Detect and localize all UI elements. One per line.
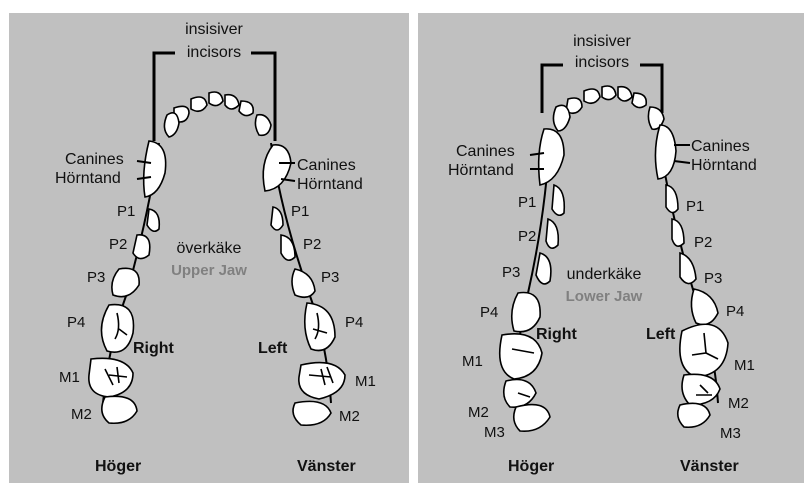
tooth-label-p4-right: P4 (67, 314, 85, 331)
lower-jaw-diagram: insisiver incisors (418, 13, 804, 483)
right-label-sv: Höger (508, 458, 554, 475)
tooth-label-m2-left: M2 (728, 395, 749, 412)
left-label-sv: Vänster (680, 458, 739, 475)
canine-label-sv-right: Hörntand (448, 162, 514, 179)
left-label: Left (258, 340, 288, 357)
tooth-label-p2-left: P2 (303, 236, 321, 253)
tooth-label-p3-left: P3 (704, 270, 722, 287)
tooth-label-p1-left: P1 (291, 203, 309, 220)
lower-jaw-panel: insisiver incisors (418, 13, 804, 483)
upper-jaw-panel: insisiver incisors (9, 13, 409, 483)
tooth-label-m2-right: M2 (71, 406, 92, 423)
canine-label-en-left: Canines (691, 138, 750, 155)
tooth-label-m2-right: M2 (468, 404, 489, 421)
tooth-label-p4-left: P4 (345, 314, 363, 331)
jaw-label-en: Upper Jaw (171, 262, 247, 279)
tooth-label-m2-left: M2 (339, 408, 360, 425)
canine-label-en-right: Canines (456, 143, 515, 160)
tooth-label-m1-right: M1 (59, 369, 80, 386)
canine-label-sv-left: Hörntand (691, 157, 757, 174)
tooth-label-p2-right: P2 (109, 236, 127, 253)
canine-label-en-left: Canines (297, 157, 356, 174)
incisor-teeth (553, 86, 664, 131)
tooth-label-m3-right: M3 (484, 424, 505, 441)
canine-label-en-right: Canines (65, 151, 124, 168)
tooth-label-p4-right: P4 (480, 304, 498, 321)
canine-label-sv-right: Hörntand (55, 170, 121, 187)
tooth-label-p3-left: P3 (321, 269, 339, 286)
jaw-label-en: Lower Jaw (566, 288, 643, 305)
upper-jaw-diagram: insisiver incisors (9, 13, 409, 483)
incisor-label-sv: insisiver (185, 21, 243, 38)
tooth-label-p4-left: P4 (726, 303, 744, 320)
tooth-label-p1-right: P1 (518, 194, 536, 211)
canine-label-sv-left: Hörntand (297, 176, 363, 193)
tooth-label-p1-right: P1 (117, 203, 135, 220)
tooth-label-p2-left: P2 (694, 234, 712, 251)
left-label: Left (646, 326, 676, 343)
jaw-label-sv: överkäke (177, 240, 242, 257)
right-label: Right (133, 340, 175, 357)
incisor-label-sv: insisiver (573, 33, 631, 50)
tooth-label-m1-left: M1 (355, 373, 376, 390)
tooth-label-p1-left: P1 (686, 198, 704, 215)
tooth-label-m1-left: M1 (734, 357, 755, 374)
left-label-sv: Vänster (297, 458, 356, 475)
right-label-sv: Höger (95, 458, 141, 475)
incisor-label-en: incisors (187, 44, 241, 61)
incisor-teeth (164, 92, 271, 137)
tooth-label-p3-right: P3 (502, 264, 520, 281)
tooth-label-m3-left: M3 (720, 425, 741, 442)
tooth-label-p2-right: P2 (518, 228, 536, 245)
right-label: Right (536, 326, 578, 343)
jaw-label-sv: underkäke (567, 266, 642, 283)
tooth-label-p3-right: P3 (87, 269, 105, 286)
tooth-label-m1-right: M1 (462, 353, 483, 370)
incisor-label-en: incisors (575, 54, 629, 71)
